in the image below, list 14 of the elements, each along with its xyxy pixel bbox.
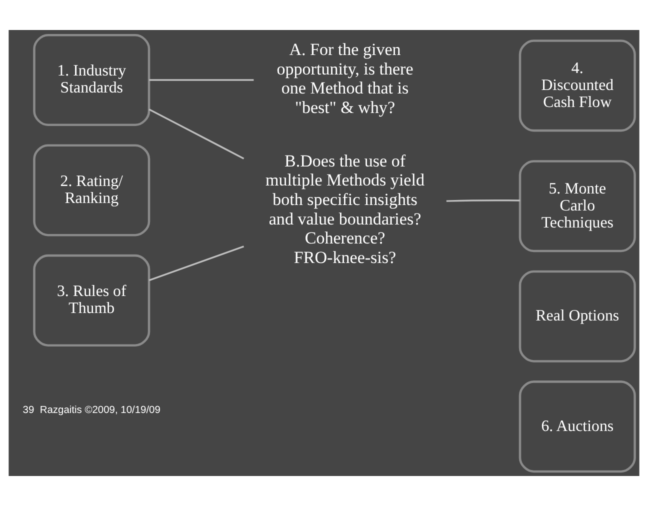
node-box: 3. Rules of Thumb [33,254,150,346]
node-box: 2. Rating/ Ranking [33,144,150,236]
connector [446,200,520,202]
connector [149,79,254,81]
connector [148,246,244,282]
label: 39 Razgaitis ©2009, 10/19/09 [22,405,160,416]
node-box: 1. Industry Standards [33,34,150,126]
node-box: 5. Monte Carlo Techniques [518,160,636,252]
node-text: B.Does the use of multiple Methods yield both specific insights and value boundaries? Coherence? FRO-knee-sis? [266,151,424,267]
node-text: A. For the given opportunity, is there one Method that is "best" & why? [276,40,414,117]
connector [148,108,244,160]
node-box: 6. Auctions [518,380,636,473]
node-box: 4. Discounted Cash Flow [518,40,636,132]
node-box: Real Options [518,270,636,362]
